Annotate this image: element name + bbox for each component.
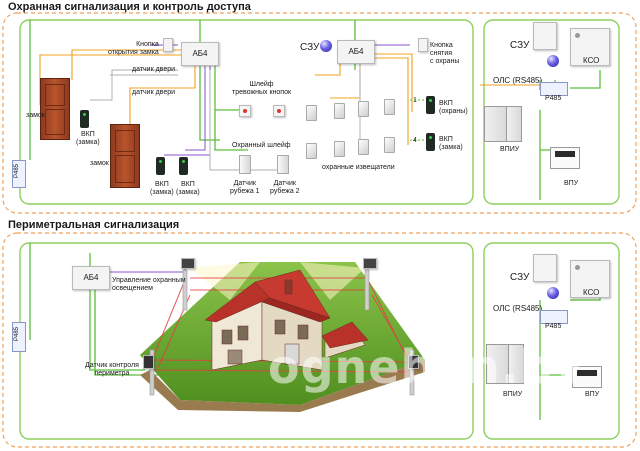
vpu-perimeter-label: ВПУ xyxy=(585,391,600,398)
ab4-perimeter-unit: АБ4 xyxy=(72,266,110,290)
break-sensor-2-label: Датчик рубежа 2 xyxy=(270,180,300,195)
vkp-guard-reader xyxy=(426,96,435,114)
szu-perimeter-label: СЗУ xyxy=(510,272,530,283)
ols-label: ОЛС (RS485) xyxy=(493,76,543,85)
szu-right-box xyxy=(533,22,557,50)
lock-2-label: замок xyxy=(90,160,109,167)
kso-box xyxy=(570,28,610,66)
disarm-button-label: Кнопка снятия с охраны xyxy=(430,42,460,65)
alarm-button-2 xyxy=(273,105,285,117)
lock-1-label: замок xyxy=(26,112,45,119)
break-sensor-2 xyxy=(277,155,289,174)
alarm-loop-label: Шлейф тревожных кнопок xyxy=(232,81,292,96)
detector-4 xyxy=(384,99,395,115)
light-control-label: Управление охранным освещением xyxy=(112,277,186,292)
szu-label: СЗУ xyxy=(300,42,320,53)
ab4-perimeter-label: АБ4 xyxy=(83,273,99,282)
door-sensor-2-label: датчик двери xyxy=(132,89,176,96)
r485-left-perimeter-label: Р485 xyxy=(14,326,20,341)
detector-2 xyxy=(334,103,345,119)
door-1 xyxy=(40,78,70,140)
section-title-access: Охранная сигнализация и контроль доступа xyxy=(8,1,251,13)
vkp-lock-1-label: ВКП (замка) xyxy=(76,131,100,146)
guard-loop-label: Охранный шлейф xyxy=(232,142,291,149)
break-sensor-1 xyxy=(239,155,251,174)
kso-perimeter-label: КСО xyxy=(583,288,600,297)
vpiu-label: ВПИУ xyxy=(500,146,520,153)
disarm-button xyxy=(418,38,428,52)
r485-left-perimeter: Р485 xyxy=(12,322,26,352)
r485-right-perimeter xyxy=(540,310,568,324)
guard-detectors-label: охранные извещатели xyxy=(322,164,395,171)
ab4-left-unit: АБ4 xyxy=(181,42,219,66)
ols-perimeter-label: ОЛС (RS485) xyxy=(493,304,543,313)
kso-perimeter-box xyxy=(570,260,610,298)
r485-right-access xyxy=(540,82,568,96)
vpu-keypad xyxy=(550,147,580,169)
num-1: 1 xyxy=(413,97,417,104)
r485-right-perimeter-label: Р485 xyxy=(545,323,562,330)
r485-left-access: Р485 xyxy=(12,160,26,188)
r485-right-access-label: Р485 xyxy=(545,95,562,102)
detector-8 xyxy=(384,137,395,153)
szu-right-orb xyxy=(547,55,559,67)
vkp-lock-3-label: ВКП (замка) xyxy=(176,181,200,196)
vpiu-perimeter-label: ВПИУ xyxy=(503,391,523,398)
detector-7 xyxy=(358,139,369,155)
vkp-lock-reader-1 xyxy=(80,110,89,128)
door-2 xyxy=(110,124,140,188)
kso-label: КСО xyxy=(583,56,600,65)
szu-perimeter-orb xyxy=(547,287,559,299)
r485-left-access-label: Р485 xyxy=(14,163,20,178)
detector-3 xyxy=(358,101,369,117)
szu-orb xyxy=(320,40,332,52)
section-title-perimeter: Периметральная сигнализация xyxy=(8,219,180,231)
szu-right-label: СЗУ xyxy=(510,40,530,51)
vkp-guard-label: ВКП (охраны) xyxy=(439,100,468,115)
perimeter-sensor-label: Датчик контроля периметра xyxy=(85,362,139,377)
searchlight-left xyxy=(181,258,195,269)
vkp-lock-2-label: ВКП (замка) xyxy=(150,181,174,196)
lock-open-button xyxy=(163,38,173,52)
detector-5 xyxy=(306,143,317,159)
alarm-button-1 xyxy=(239,105,251,117)
vpiu-perimeter-cabinet xyxy=(486,344,510,384)
ab4-mid-label: АБ4 xyxy=(348,47,364,56)
lock-button-label: Кнопка открытия замка xyxy=(108,41,159,56)
searchlight-right xyxy=(363,258,377,269)
ab4-mid-unit: АБ4 xyxy=(337,40,375,64)
vkp-lock-reader-2 xyxy=(156,157,165,175)
num-4: 4 xyxy=(413,137,417,144)
watermark: ognebon.by xyxy=(268,340,585,394)
szu-perimeter-box xyxy=(533,254,557,282)
house xyxy=(204,269,369,371)
access-dashed-frame xyxy=(2,12,637,214)
perimeter-dashed-frame xyxy=(2,232,637,448)
detector-6 xyxy=(334,141,345,157)
vpiu-cabinet-2 xyxy=(506,106,522,142)
vpiu-cabinet xyxy=(484,106,508,142)
vkp-lock-r-label: ВКП (замка) xyxy=(439,136,463,151)
break-sensor-1-label: Датчик рубежа 1 xyxy=(230,180,260,195)
vkp-lock-reader-3 xyxy=(179,157,188,175)
vkp-lock-reader-r xyxy=(426,133,435,151)
ab4-left-label: АБ4 xyxy=(192,49,208,58)
perimeter-beam-unit-left xyxy=(143,355,154,369)
vpu-label: ВПУ xyxy=(564,180,579,187)
perimeter-beam-unit-right xyxy=(408,355,419,369)
detector-1 xyxy=(306,105,317,121)
access-panel-left xyxy=(19,19,474,205)
perimeter-panel-right xyxy=(483,242,620,440)
vpu-perimeter-keypad xyxy=(572,366,602,388)
vpiu-perimeter-cabinet-2 xyxy=(508,344,524,384)
door-sensor-1-label: датчик двери xyxy=(132,66,176,73)
